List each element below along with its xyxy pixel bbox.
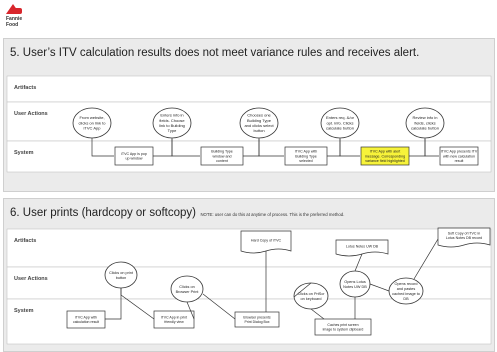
user-action-text: on keyboard (301, 297, 322, 301)
user-action-text: DB (403, 297, 409, 301)
user-action-text: clicks on link to (79, 120, 107, 125)
p1-lane-bg (6, 140, 492, 173)
system-box-text: with new calculation (443, 154, 475, 158)
flow-arrow (91, 138, 114, 157)
scenario-6-note: NOTE: user can do this at anytime of pro… (200, 212, 345, 217)
logo-mark-icon (6, 4, 20, 14)
user-action-text: Clicks on (179, 285, 194, 289)
flow-arrow (293, 282, 312, 298)
scenario-6-title: 6. User prints (hardcopy or softcopy) (10, 207, 196, 219)
flow-arrow (105, 288, 122, 320)
system-box-text: iTVC App is pop (121, 152, 147, 156)
user-action-text: iTVC App (84, 126, 102, 131)
user-action-text: Opens record (394, 282, 417, 286)
system-box (234, 311, 280, 328)
system-box-text: window and (213, 154, 232, 158)
user-action-text: and clicks select (244, 123, 274, 128)
flow-arrow (369, 283, 390, 292)
user-action-text: Chooses one (247, 113, 271, 118)
user-action-text: Clicks on print (109, 271, 134, 275)
flow-arrow (120, 288, 155, 320)
system-box (66, 310, 106, 329)
user-action-text: Clicks on PrtScr (297, 292, 325, 296)
user-action-text: Enters info in (160, 113, 183, 118)
system-box (153, 310, 195, 329)
scenario-6-panel: 6. User prints (hardcopy or softcopy) NO… (3, 198, 495, 352)
system-box-text: result (455, 159, 464, 163)
p2-lane-label: Artifacts (14, 238, 36, 244)
system-box-text: iTVC App with (295, 149, 318, 153)
system-box-text: variance field highlighted (365, 159, 405, 163)
p1-lane-bg (6, 75, 492, 103)
flow-arrow (413, 238, 439, 280)
flow-arrow (186, 301, 195, 320)
document-artifact (437, 227, 491, 248)
company-logo: Fannie Food (4, 2, 64, 34)
user-action-text: Review info in (413, 115, 438, 120)
user-action-text: Opens Lotus (344, 280, 366, 284)
user-action-text: Notes UW DB (343, 285, 367, 289)
system-box-text: Building Type (211, 149, 233, 153)
p1-lane-label: Artifacts (14, 85, 36, 91)
system-box-text: Caches print screen (327, 323, 358, 327)
document-artifact (335, 239, 389, 257)
system-box (314, 318, 372, 336)
system-box-text: content (216, 159, 228, 163)
flow-arrow (258, 138, 284, 157)
system-box-text: iTVC App with (75, 315, 97, 319)
user-action-text: and pastes (397, 287, 416, 291)
document-artifact-text: Lotus Notes UW DB (346, 244, 379, 248)
flow-arrow (354, 253, 363, 272)
system-box-text: iTVC App presents ITV (441, 149, 478, 153)
flow-arrow (310, 308, 325, 320)
p1-lane-label: System (14, 150, 34, 156)
user-action-text: button (253, 128, 264, 133)
user-action-text: calculate button (411, 126, 439, 131)
user-action-text: button (116, 276, 127, 280)
p2-lane-label: User Actions (14, 276, 48, 282)
flow-arrow (339, 138, 360, 157)
system-box-text: up window (126, 157, 143, 161)
user-action-text: calculate button (326, 126, 354, 131)
flow-arrow (202, 293, 236, 320)
user-action-text: From website, (79, 115, 104, 120)
system-box-text: selected (299, 159, 312, 163)
system-box-text: Browser presents (243, 315, 270, 319)
user-action-text: fields. Choose (159, 118, 185, 123)
system-box-text: calculation result (73, 320, 99, 324)
system-box-text: message. Corresponding (365, 154, 405, 158)
p1-lane-label: User Actions (14, 111, 48, 117)
document-artifact-text: Hard Copy of iTVC (251, 238, 282, 242)
document-artifact-text: Lotus Notes DB record (446, 236, 482, 240)
flow-arrow (171, 138, 200, 157)
system-box-text: Print Dialog Box (244, 320, 269, 324)
system-box-text: iTVC App with alert (370, 149, 401, 153)
user-action-text: opt. info. Clicks (326, 120, 353, 125)
user-action-text: Type (168, 128, 177, 133)
user-action-text: Browser Print (176, 290, 200, 294)
system-box-text: Building Type (295, 154, 317, 158)
system-box-text: iTVC App in print (161, 315, 187, 319)
p2-lane-label: System (14, 308, 34, 314)
user-action-text: Enters req. &/or (326, 115, 355, 120)
user-action-text: fields, clicks (414, 120, 435, 125)
scenario-5-title: 5. User’s ITV calculation results does n… (10, 47, 420, 59)
flow-arrow (424, 138, 439, 157)
user-action-text: Building Type (247, 118, 272, 123)
user-action-text: link to Building (159, 123, 185, 128)
document-artifact-text: Soft Copy of iTVC in (448, 231, 481, 235)
system-box-text: image to system clipboard (323, 328, 364, 332)
system-box (439, 146, 479, 166)
document-artifact (240, 230, 292, 254)
logo-line2: Food (6, 22, 19, 28)
scenario-5-panel: 5. User’s ITV calculation results does n… (3, 38, 495, 192)
system-box-text: friendly view (164, 320, 184, 324)
user-action-text: cached image to (392, 292, 420, 296)
logo-line1: Fannie (6, 16, 23, 22)
